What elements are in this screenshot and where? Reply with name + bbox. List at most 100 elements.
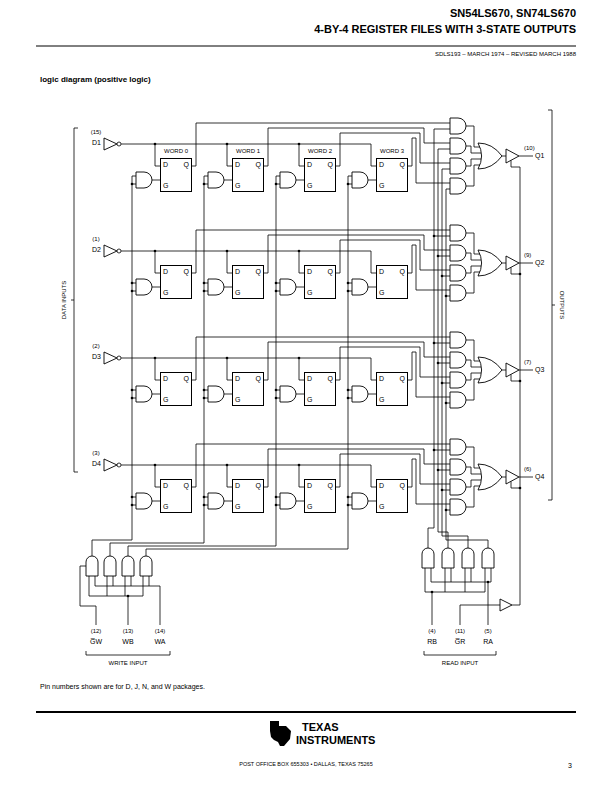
document-number: SDLS193 – MARCH 1974 – REVISED MARCH 198… xyxy=(435,51,576,57)
pin-number: (13) xyxy=(123,628,134,634)
wire xyxy=(95,576,96,586)
enable-buffer xyxy=(500,599,512,611)
wire xyxy=(434,343,450,344)
wire xyxy=(445,568,446,592)
wire xyxy=(89,576,90,596)
latch-pin-label: Q xyxy=(256,161,261,168)
and-gate xyxy=(352,493,368,509)
wire xyxy=(224,180,232,181)
three-state-buffer xyxy=(506,256,519,270)
latch-pin-label: G xyxy=(163,289,168,296)
latch-pin-label: D xyxy=(235,375,240,382)
latch-pin-label: Q xyxy=(184,375,189,382)
figure-title: logic diagram (positive logic) xyxy=(40,76,151,84)
group-label: WRITE INPUT xyxy=(109,660,148,666)
junction-dot xyxy=(275,183,278,186)
pin-number: (14) xyxy=(155,628,166,634)
d-latch: DQG xyxy=(304,158,336,192)
junction-dot xyxy=(433,235,436,238)
and-gate xyxy=(462,548,474,568)
junction-dot xyxy=(203,183,206,186)
junction-dot xyxy=(131,290,134,293)
latch-pin-label: D xyxy=(163,482,168,489)
wire xyxy=(80,566,96,625)
junction-dot xyxy=(275,504,278,507)
latch-output-line xyxy=(264,342,450,380)
latch-pin-label: D xyxy=(235,268,240,275)
latch-pin-label: D xyxy=(307,482,312,489)
pin-number: (10) xyxy=(524,145,535,151)
heading: 4-BY-4 REGISTER FILES WITH 3-STATE OUTPU… xyxy=(314,24,576,35)
pin-number: (3) xyxy=(92,450,99,456)
junction-dot xyxy=(445,402,448,405)
latch-pin-label: D xyxy=(235,482,240,489)
d-latch: DQG xyxy=(376,265,408,299)
signal-name: Q4 xyxy=(535,473,544,480)
and-gate xyxy=(86,556,98,576)
wire xyxy=(296,180,304,181)
latch-pin-label: G xyxy=(379,396,384,403)
signal-name: RA xyxy=(483,638,493,645)
pin-number: (2) xyxy=(92,343,99,349)
wire xyxy=(132,176,136,177)
wire xyxy=(89,596,143,597)
output-line xyxy=(519,156,533,157)
latch-pin-label: D xyxy=(307,268,312,275)
signal-name: D1 xyxy=(92,139,101,146)
pin-number: (4) xyxy=(428,628,435,634)
latch-output-line xyxy=(264,235,450,273)
wire xyxy=(471,568,472,582)
wire xyxy=(485,568,486,592)
and-gate xyxy=(450,118,466,134)
signal-name: D2 xyxy=(92,246,101,253)
word-label: WORD 2 xyxy=(308,148,332,154)
junction-dot xyxy=(433,342,436,345)
latch-pin-label: D xyxy=(307,375,312,382)
wire xyxy=(466,360,481,367)
latch-pin-label: D xyxy=(379,482,384,489)
wire xyxy=(368,501,376,502)
pin-number: (9) xyxy=(524,252,531,258)
pin-number: (12) xyxy=(91,628,102,634)
group-label: OUTPUTS xyxy=(559,291,565,320)
latch-output-line xyxy=(408,138,450,183)
input-buffer xyxy=(104,352,117,364)
page-number: 3 xyxy=(568,762,572,769)
latch-pin-label: G xyxy=(379,503,384,510)
and-gate xyxy=(450,459,466,475)
junction-dot xyxy=(298,464,301,467)
d-latch: DQG xyxy=(160,158,192,192)
and-gate xyxy=(208,279,224,295)
latch-pin-label: G xyxy=(235,396,240,403)
junction-dot xyxy=(433,449,436,452)
signal-name: G̅W xyxy=(90,638,102,645)
latch-output-line xyxy=(408,352,450,397)
and-gate xyxy=(136,493,152,509)
and-gate xyxy=(136,386,152,402)
enable-line xyxy=(511,375,520,382)
junction-dot xyxy=(131,183,134,186)
latch-output-line xyxy=(408,459,450,504)
write-select-line xyxy=(146,176,348,556)
junction-dot xyxy=(203,290,206,293)
junction-dot xyxy=(226,357,229,360)
junction-dot xyxy=(131,496,134,499)
junction-dot xyxy=(131,389,134,392)
junction-dot xyxy=(347,397,350,400)
and-gate xyxy=(450,265,466,281)
junction-dot xyxy=(275,389,278,392)
wire xyxy=(438,149,450,150)
latch-pin-label: G xyxy=(235,182,240,189)
wire xyxy=(348,176,352,177)
footer-rule xyxy=(36,711,576,713)
wire xyxy=(432,592,433,625)
input-buffer xyxy=(104,138,117,150)
junction-dot xyxy=(445,295,448,298)
and-gate xyxy=(450,285,466,301)
input-buffer xyxy=(104,459,117,471)
three-state-buffer xyxy=(506,149,519,163)
latch-pin-label: Q xyxy=(184,482,189,489)
inversion-bubble xyxy=(117,142,121,146)
wire xyxy=(442,169,450,170)
bracket xyxy=(552,305,555,306)
